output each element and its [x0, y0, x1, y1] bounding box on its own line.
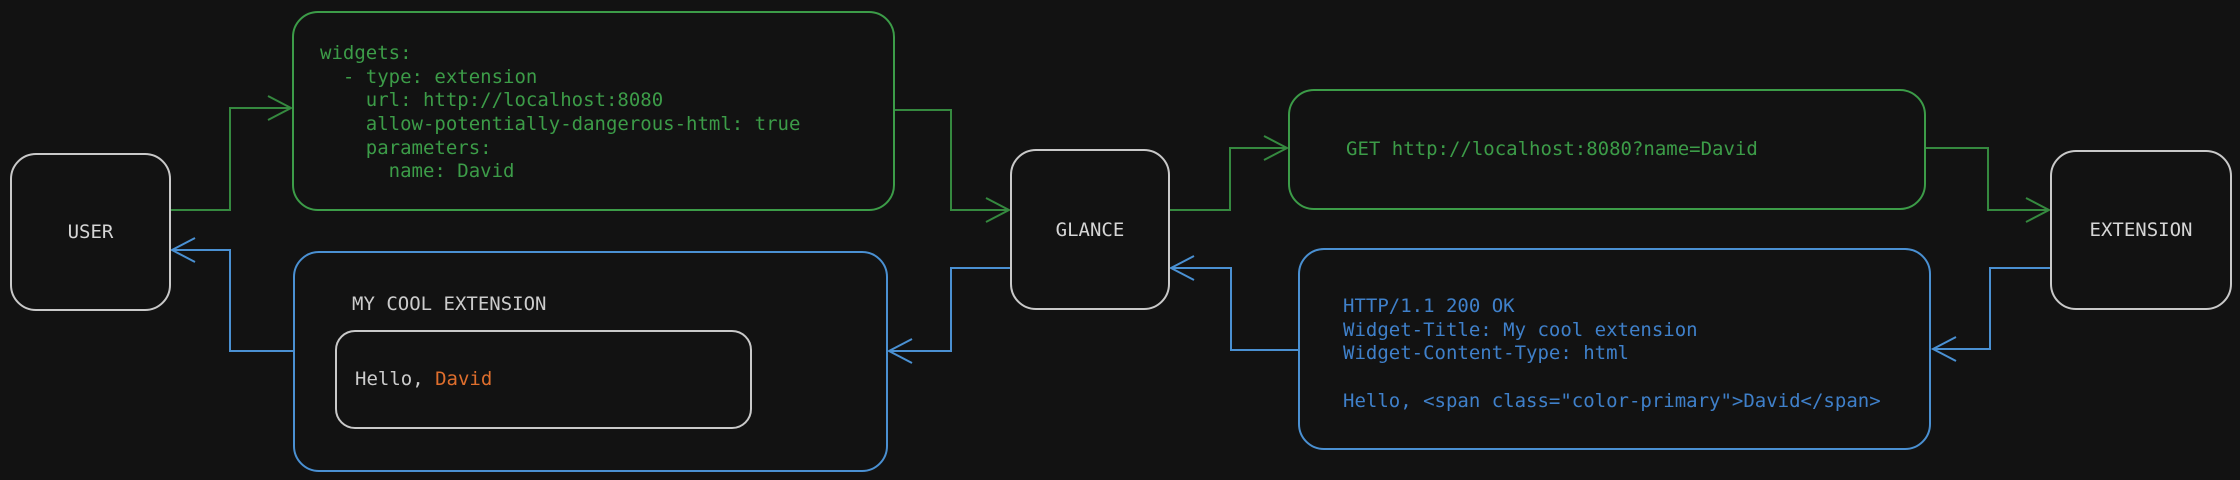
arrow-request-to-extension	[1926, 147, 2052, 223]
response-line: Widget-Title: My cool extension	[1343, 318, 1698, 341]
node-glance: GLANCE	[1010, 149, 1170, 310]
node-glance-label: GLANCE	[1055, 218, 1125, 241]
config-line: name: David	[320, 160, 515, 183]
arrow-glance-to-widget	[886, 267, 1010, 364]
arrow-extension-to-response	[1930, 267, 2050, 362]
node-extension-label: EXTENSION	[2089, 219, 2193, 241]
config-line: - type: extension	[320, 65, 538, 88]
widget-inner-box: Hello, David	[335, 330, 752, 429]
yaml-config-box: widgets: - type: extension url: http://l…	[292, 11, 895, 211]
config-line: parameters:	[320, 136, 492, 159]
node-extension: EXTENSION	[2050, 150, 2232, 310]
config-line: url: http://localhost:8080	[320, 89, 664, 112]
response-line: Widget-Content-Type: html	[1343, 342, 1629, 365]
arrow-widget-to-user	[169, 237, 293, 352]
http-response-code: HTTP/1.1 200 OK Widget-Title: My cool ex…	[1343, 295, 1881, 413]
arrow-config-to-glance	[895, 109, 1012, 223]
yaml-config-code: widgets: - type: extension url: http://l…	[320, 42, 800, 184]
node-user-label: USER	[67, 221, 114, 243]
response-line: HTTP/1.1 200 OK	[1343, 295, 1515, 317]
response-line	[1343, 366, 1881, 390]
arrow-user-to-config	[171, 95, 294, 211]
rendered-widget-box: MY COOL EXTENSION Hello, David	[293, 251, 888, 472]
arrow-glance-to-request	[1170, 135, 1290, 211]
greeting-name: David	[435, 367, 493, 390]
config-line: allow-potentially-dangerous-html: true	[320, 113, 801, 136]
response-line: Hello, <span class="color-primary">David…	[1343, 389, 1881, 412]
node-user: USER	[10, 153, 171, 311]
http-request-text: GET http://localhost:8080?name=David	[1346, 137, 1758, 160]
config-line: widgets:	[320, 42, 412, 64]
http-request-box: GET http://localhost:8080?name=David	[1288, 89, 1926, 210]
greeting-text: Hello,	[355, 367, 436, 390]
http-response-box: HTTP/1.1 200 OK Widget-Title: My cool ex…	[1298, 248, 1931, 450]
widget-title: MY COOL EXTENSION	[352, 293, 547, 315]
arrow-response-to-glance	[1168, 255, 1298, 351]
